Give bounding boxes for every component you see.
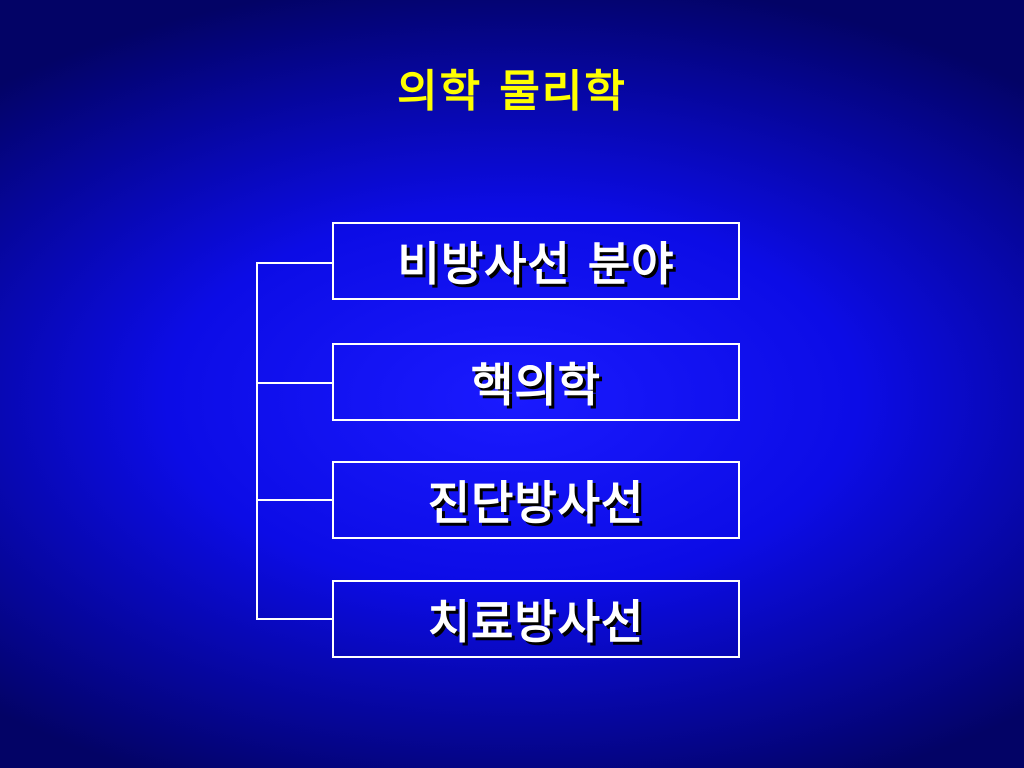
box-nuclear-medicine: 핵의학 bbox=[332, 343, 740, 421]
box-radiation-therapy: 치료방사선 bbox=[332, 580, 740, 658]
connector-branch-3 bbox=[256, 499, 332, 501]
slide-title: 의학 물리학 bbox=[397, 66, 627, 117]
connector-branch-1 bbox=[256, 262, 332, 264]
box-label: 진단방사선 bbox=[427, 476, 645, 530]
box-non-radiation-field: 비방사선 분야 bbox=[332, 222, 740, 300]
box-label: 치료방사선 bbox=[427, 595, 645, 649]
connector-spine bbox=[256, 262, 258, 620]
connector-branch-2 bbox=[256, 382, 332, 384]
box-label: 핵의학 bbox=[471, 358, 601, 412]
box-label: 비방사선 분야 bbox=[397, 237, 675, 291]
box-diagnostic-radiology: 진단방사선 bbox=[332, 461, 740, 539]
connector-branch-4 bbox=[256, 618, 332, 620]
